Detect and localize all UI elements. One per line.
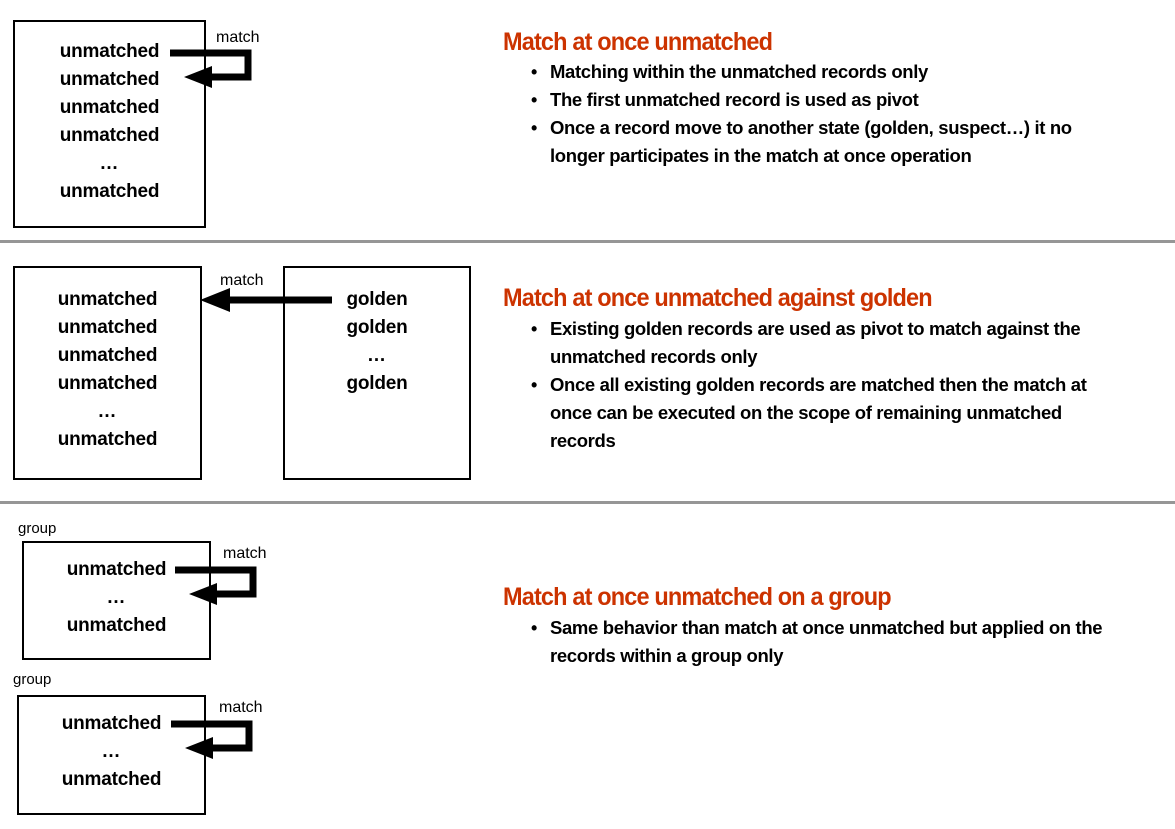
golden-to-unmatched-arrow bbox=[200, 288, 332, 312]
bullet-dot-icon: • bbox=[531, 62, 537, 82]
group-records-list-1: unmatched … unmatched bbox=[22, 556, 211, 640]
unmatched-records-list-2: unmatched unmatched unmatched unmatched … bbox=[13, 286, 202, 454]
record-row: unmatched bbox=[57, 289, 158, 310]
record-row: unmatched bbox=[66, 559, 167, 580]
record-row: unmatched bbox=[59, 69, 160, 90]
bullet-text: The first unmatched record is used as pi… bbox=[550, 89, 919, 110]
bullet-dot-icon: • bbox=[531, 118, 537, 138]
unmatched-records-box-2 bbox=[13, 266, 202, 480]
section-bullets-3: • Same behavior than match at once unmat… bbox=[528, 614, 1128, 670]
record-row: unmatched bbox=[57, 317, 158, 338]
bullet-dot-icon: • bbox=[531, 375, 537, 395]
bullet-item: • Once all existing golden records are m… bbox=[528, 371, 1132, 455]
golden-records-list: golden golden … golden bbox=[283, 286, 471, 398]
record-row: unmatched bbox=[57, 429, 158, 450]
record-row: golden bbox=[346, 317, 408, 338]
bullet-text: Existing golden records are used as pivo… bbox=[550, 318, 1081, 367]
group-label-2: group bbox=[13, 671, 52, 688]
bullet-text: Same behavior than match at once unmatch… bbox=[550, 617, 1103, 666]
bullet-dot-icon: • bbox=[531, 319, 537, 339]
bullet-item: • Once a record move to another state (g… bbox=[528, 114, 1128, 170]
record-row: unmatched bbox=[61, 769, 162, 790]
record-row: unmatched bbox=[59, 41, 160, 62]
record-row-ellipsis: … bbox=[101, 741, 122, 762]
group-label-1: group bbox=[18, 520, 57, 537]
record-row: unmatched bbox=[57, 345, 158, 366]
section-title-3: Match at once unmatched on a group bbox=[503, 583, 892, 611]
section-bullets-2: • Existing golden records are used as pi… bbox=[528, 315, 1128, 455]
match-label-1: match bbox=[216, 29, 260, 46]
bullet-text: Once all existing golden records are mat… bbox=[550, 374, 1087, 451]
record-row: golden bbox=[346, 289, 408, 310]
record-row: unmatched bbox=[59, 125, 160, 146]
match-label-4: match bbox=[219, 699, 263, 716]
group-records-list-2: unmatched … unmatched bbox=[17, 710, 206, 794]
section-title-1: Match at once unmatched bbox=[503, 28, 773, 56]
bullet-item: • Existing golden records are used as pi… bbox=[528, 315, 1132, 371]
record-row-ellipsis: … bbox=[106, 587, 127, 608]
bullet-dot-icon: • bbox=[531, 618, 537, 638]
record-row-ellipsis: … bbox=[99, 153, 120, 174]
record-row: unmatched bbox=[59, 97, 160, 118]
bullet-text: Once a record move to another state (gol… bbox=[550, 117, 1072, 166]
section-title-2: Match at once unmatched against golden bbox=[503, 284, 933, 312]
record-row-ellipsis: … bbox=[97, 401, 118, 422]
record-row: golden bbox=[346, 373, 408, 394]
section-separator-2 bbox=[0, 501, 1175, 504]
record-row: unmatched bbox=[57, 373, 158, 394]
section-bullets-1: • Matching within the unmatched records … bbox=[528, 58, 1128, 170]
match-label-2: match bbox=[220, 272, 264, 289]
record-row: unmatched bbox=[61, 713, 162, 734]
bullet-item: • Matching within the unmatched records … bbox=[528, 58, 1128, 86]
section-separator-1 bbox=[0, 240, 1175, 243]
bullet-text: Matching within the unmatched records on… bbox=[550, 61, 928, 82]
record-row: unmatched bbox=[66, 615, 167, 636]
bullet-dot-icon: • bbox=[531, 90, 537, 110]
match-self-loop-arrow-2 bbox=[175, 566, 257, 605]
match-self-loop-arrow-1 bbox=[170, 49, 252, 88]
unmatched-records-list-1: unmatched unmatched unmatched unmatched … bbox=[13, 38, 206, 206]
bullet-item: • Same behavior than match at once unmat… bbox=[528, 614, 1122, 670]
match-self-loop-arrow-3 bbox=[171, 720, 253, 759]
record-row: unmatched bbox=[59, 181, 160, 202]
bullet-item: • The first unmatched record is used as … bbox=[528, 86, 1128, 114]
match-label-3: match bbox=[223, 545, 267, 562]
record-row-ellipsis: … bbox=[367, 345, 387, 366]
